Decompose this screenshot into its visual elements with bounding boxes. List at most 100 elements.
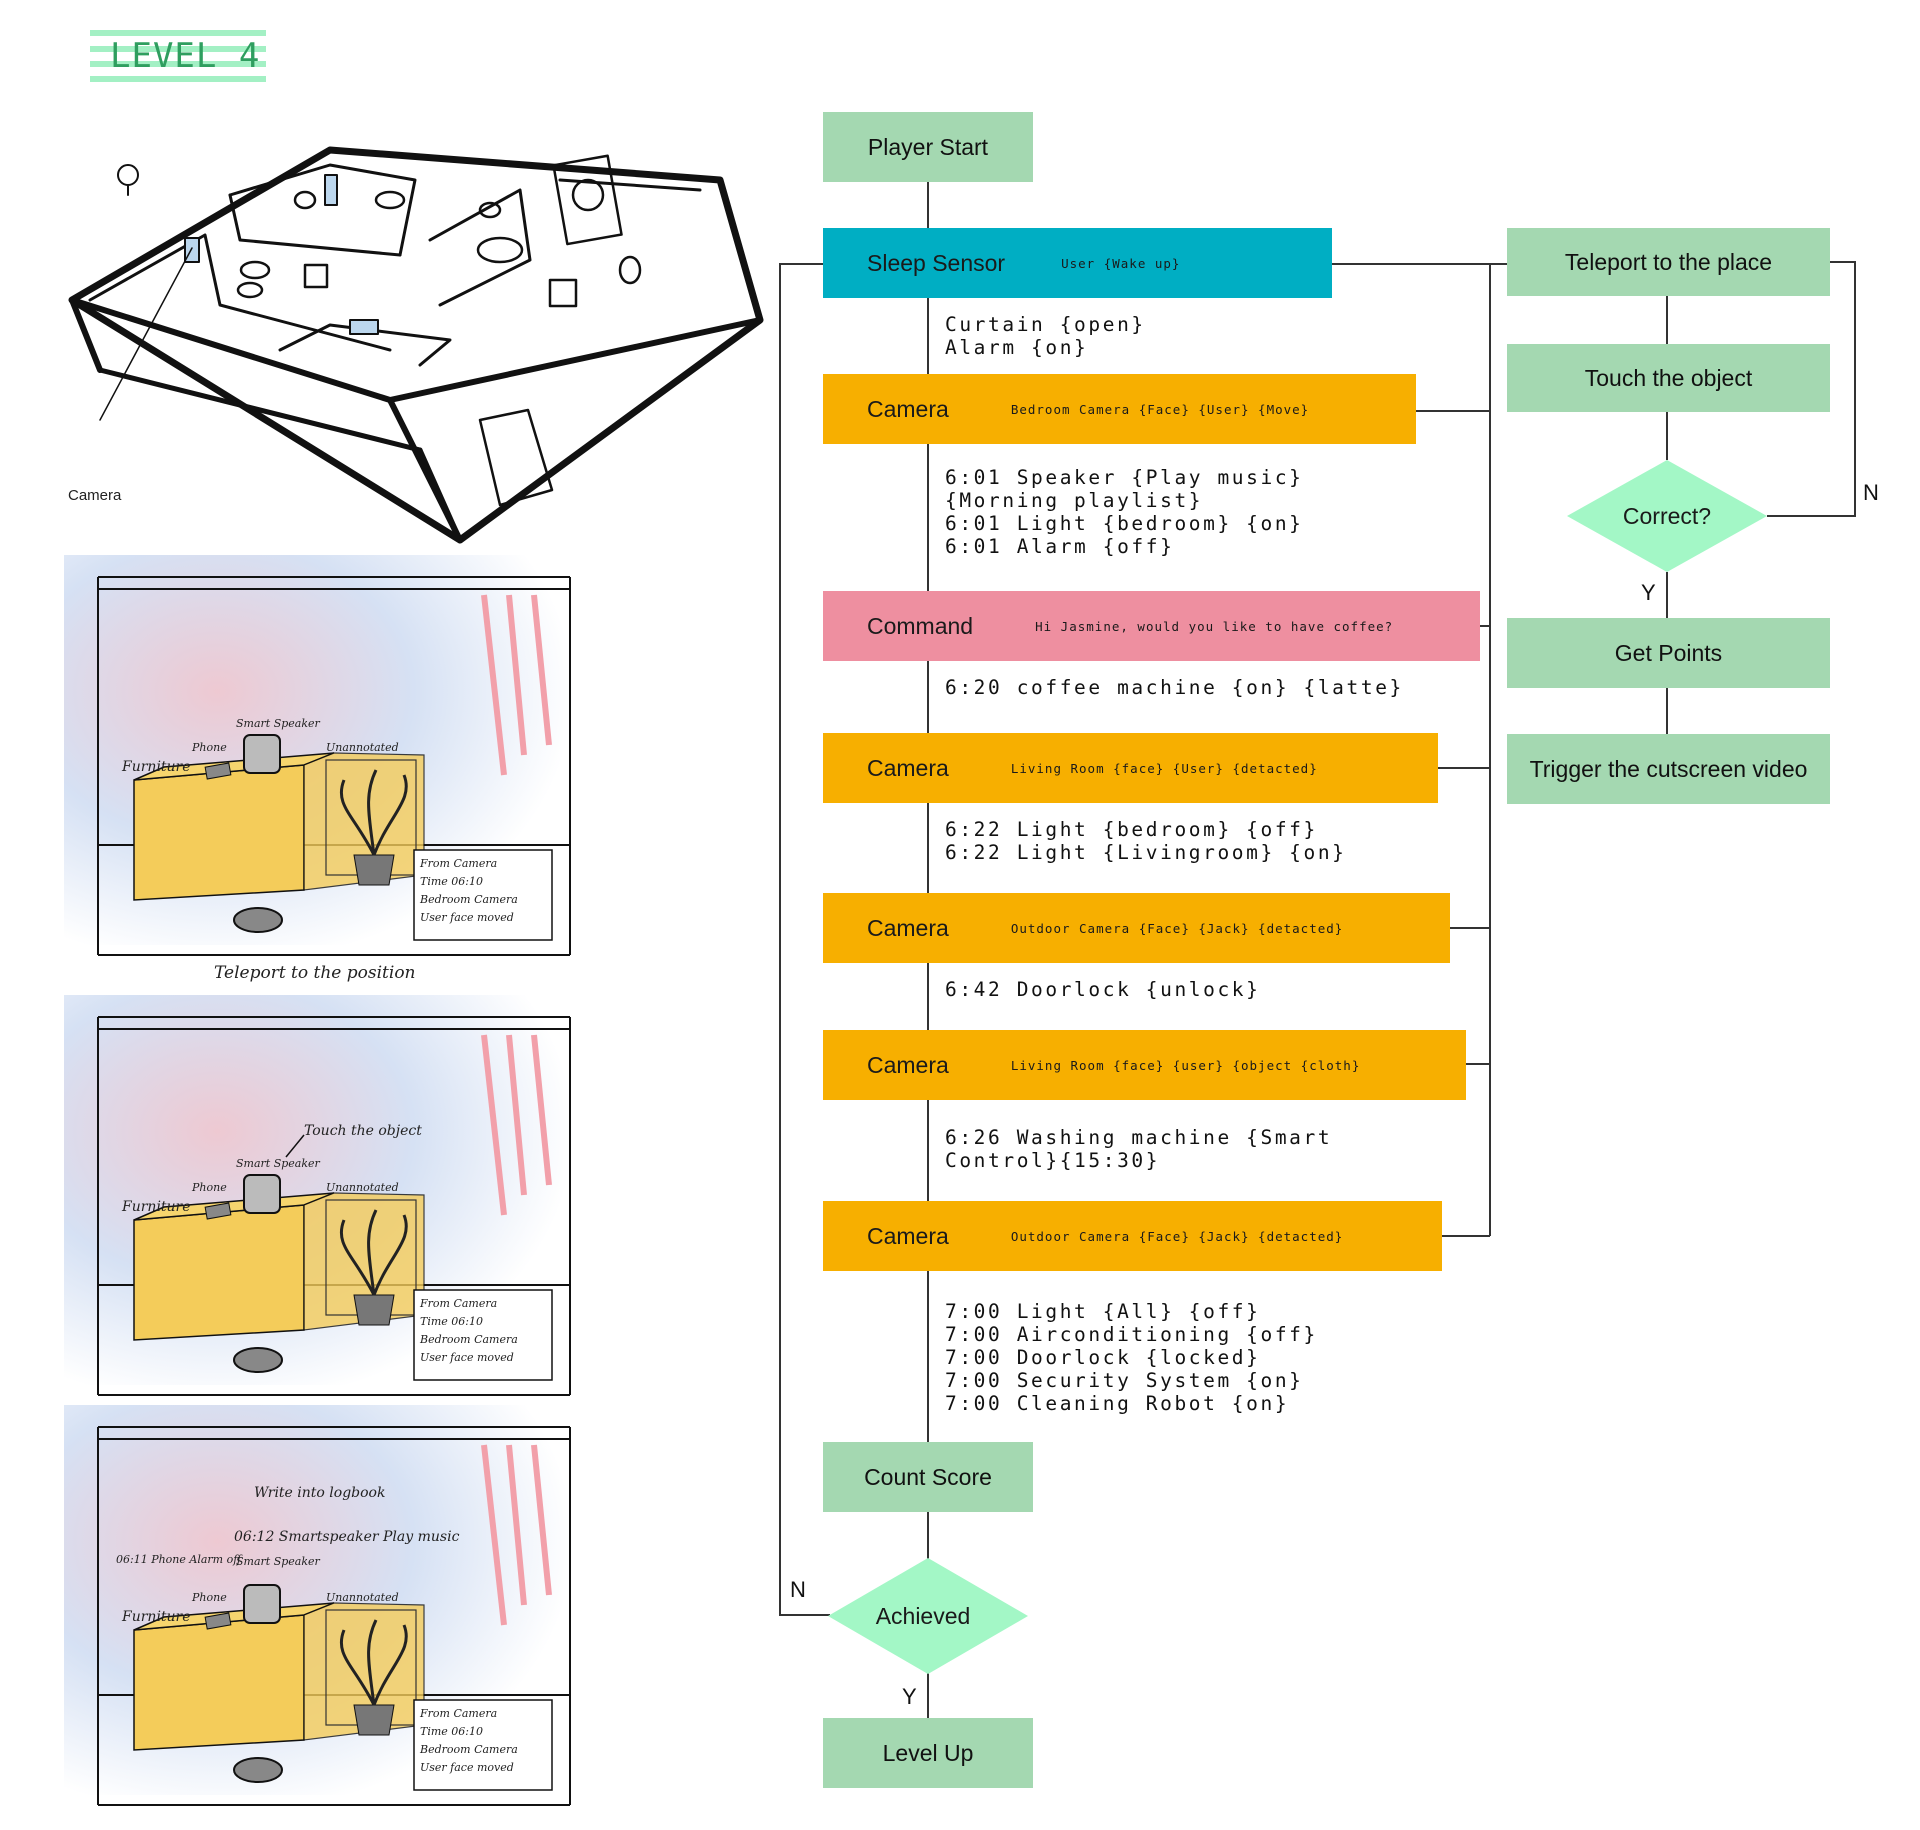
actions-4: 6:22 Light {bedroom} {off} 6:22 Light {L… <box>945 818 1347 864</box>
action-line: Curtain {open} <box>945 313 1146 336</box>
camera-label: Camera <box>68 487 122 504</box>
cutscene-node: Trigger the cutscreen video <box>1507 734 1830 804</box>
actions-1: Curtain {open} Alarm {on} <box>945 313 1146 359</box>
action-line: {Morning playlist} <box>945 489 1204 512</box>
furniture-label: Furniture <box>121 759 191 775</box>
level-title: LEVEL 4 <box>110 36 261 76</box>
action-line: 6:22 Light {Livingroom} {on} <box>945 841 1347 864</box>
camera-node-3: Camera Outdoor Camera {Face} {Jack} {det… <box>823 893 1450 963</box>
correct-yes-label: Y <box>1641 580 1656 605</box>
player-start-node: Player Start <box>823 112 1033 182</box>
actions-6: 6:26 Washing machine {Smart Control}{15:… <box>945 1126 1332 1172</box>
info-from: From Camera <box>419 1297 497 1310</box>
write-caption: Write into logbook <box>254 1485 385 1501</box>
teleport-label: Teleport to the place <box>1564 248 1773 275</box>
action-line: 6:01 Speaker {Play music} <box>945 466 1304 489</box>
actions-7: 7:00 Light {All} {off} 7:00 Aircondition… <box>945 1300 1318 1415</box>
action-line: 6:26 Washing machine {Smart <box>945 1126 1333 1149</box>
phone-label: Phone <box>191 741 227 754</box>
camera-label: Camera <box>867 395 949 422</box>
camera-label: Camera <box>867 914 949 941</box>
touch-object-node: Touch the object <box>1507 344 1830 412</box>
count-score-node: Count Score <box>823 1442 1033 1512</box>
actions-3: 6:20 coffee machine {on} {latte} <box>945 676 1404 699</box>
smart-speaker-label: Smart Speaker <box>236 1555 321 1568</box>
touch-caption: Touch the object <box>304 1123 422 1139</box>
action-line: Control}{15:30} <box>945 1149 1161 1172</box>
command-node: Command Hi Jasmine, would you like to ha… <box>823 591 1480 661</box>
camera-detail: Outdoor Camera {Face} {Jack} {detacted} <box>1010 1228 1344 1244</box>
action-line: Alarm {on} <box>945 336 1089 359</box>
correct-diamond <box>1567 460 1767 572</box>
camera-label: Camera <box>867 754 949 781</box>
action-line: 7:00 Security System {on} <box>945 1369 1304 1392</box>
scene-panel-logbook: Write into logbook 06:12 Smartspeaker Pl… <box>64 1405 574 1825</box>
count-score-label: Count Score <box>864 1463 992 1490</box>
log-phone: 06:11 Phone Alarm off <box>116 1553 243 1566</box>
house-sketch <box>68 146 764 544</box>
action-line: 6:01 Light {bedroom} {on} <box>945 512 1304 535</box>
action-line: 7:00 Cleaning Robot {on} <box>945 1392 1290 1415</box>
camera-detail: Outdoor Camera {Face} {Jack} {detacted} <box>1010 920 1344 936</box>
info-from: From Camera <box>419 857 497 870</box>
achieved-label: Achieved <box>875 1603 971 1629</box>
achieved-diamond <box>828 1558 1028 1674</box>
furniture-label: Furniture <box>121 1199 191 1215</box>
smart-speaker-label: Smart Speaker <box>236 717 321 730</box>
phone-label: Phone <box>191 1591 227 1604</box>
info-camera: Bedroom Camera <box>419 1743 518 1756</box>
level-up-label: Level Up <box>882 1739 974 1766</box>
level-badge: LEVEL 4 <box>90 30 266 82</box>
info-camera: Bedroom Camera <box>419 893 518 906</box>
camera-detail: Bedroom Camera {Face} {User} {Move} <box>1010 401 1310 417</box>
cutscene-label: Trigger the cutscreen video <box>1529 755 1808 782</box>
unannotated-label: Unannotated <box>326 1181 399 1194</box>
info-from: From Camera <box>419 1707 497 1720</box>
phone-label: Phone <box>191 1181 227 1194</box>
camera-label: Camera <box>867 1222 949 1249</box>
correct-label: Correct? <box>1622 503 1712 529</box>
camera-node-1: Camera Bedroom Camera {Face} {User} {Mov… <box>823 374 1416 444</box>
unannotated-label: Unannotated <box>326 741 399 754</box>
action-line: 6:01 Alarm {off} <box>945 535 1175 558</box>
info-event: User face moved <box>420 911 514 924</box>
touch-object-label: Touch the object <box>1584 364 1753 391</box>
camera-detail: Living Room {face} {User} {detacted} <box>1010 760 1318 776</box>
level-up-node: Level Up <box>823 1718 1033 1788</box>
camera-label: Camera <box>867 1051 949 1078</box>
camera-node-5: Camera Outdoor Camera {Face} {Jack} {det… <box>823 1201 1442 1271</box>
action-line: 6:42 Doorlock {unlock} <box>945 978 1261 1001</box>
info-time: Time 06:10 <box>420 875 483 888</box>
get-points-node: Get Points <box>1507 618 1830 688</box>
info-time: Time 06:10 <box>420 1725 483 1738</box>
actions-2: 6:01 Speaker {Play music} {Morning playl… <box>945 466 1304 558</box>
action-line: 7:00 Doorlock {locked} <box>945 1346 1261 1369</box>
info-event: User face moved <box>420 1761 514 1774</box>
camera-detail: Living Room {face} {user} {object {cloth… <box>1010 1057 1361 1073</box>
command-label: Command <box>867 612 974 639</box>
scene-panel-touch: Touch the object Furniture Phone Smart S… <box>64 995 574 1415</box>
sleep-sensor-node: Sleep Sensor User {Wake up} <box>823 228 1332 298</box>
achieved-yes-label: Y <box>902 1684 917 1709</box>
action-line: 6:20 coffee machine {on} {latte} <box>945 676 1404 699</box>
sleep-sensor-label: Sleep Sensor <box>867 249 1006 276</box>
action-line: 6:22 Light {bedroom} {off} <box>945 818 1318 841</box>
action-line: 7:00 Light {All} {off} <box>945 1300 1261 1323</box>
info-event: User face moved <box>420 1351 514 1364</box>
action-line: 7:00 Airconditioning {off} <box>945 1323 1318 1346</box>
unannotated-label: Unannotated <box>326 1591 399 1604</box>
player-start-label: Player Start <box>867 133 989 160</box>
info-camera: Bedroom Camera <box>419 1333 518 1346</box>
log-speaker: 06:12 Smartspeaker Play music <box>234 1529 460 1545</box>
correct-no-label: N <box>1863 480 1879 505</box>
furniture-label: Furniture <box>121 1609 191 1625</box>
achieved-no-label: N <box>790 1577 806 1602</box>
actions-5: 6:42 Doorlock {unlock} <box>945 978 1260 1001</box>
sleep-sensor-detail: User {Wake up} <box>1061 255 1181 271</box>
teleport-node: Teleport to the place <box>1507 228 1830 296</box>
command-detail: Hi Jasmine, would you like to have coffe… <box>1035 618 1394 634</box>
smart-speaker-label: Smart Speaker <box>236 1157 321 1170</box>
camera-node-2: Camera Living Room {face} {User} {detact… <box>823 733 1438 803</box>
scene-panel-teleport: Furniture Phone Smart Speaker Unannotate… <box>64 555 574 975</box>
camera-node-4: Camera Living Room {face} {user} {object… <box>823 1030 1466 1100</box>
